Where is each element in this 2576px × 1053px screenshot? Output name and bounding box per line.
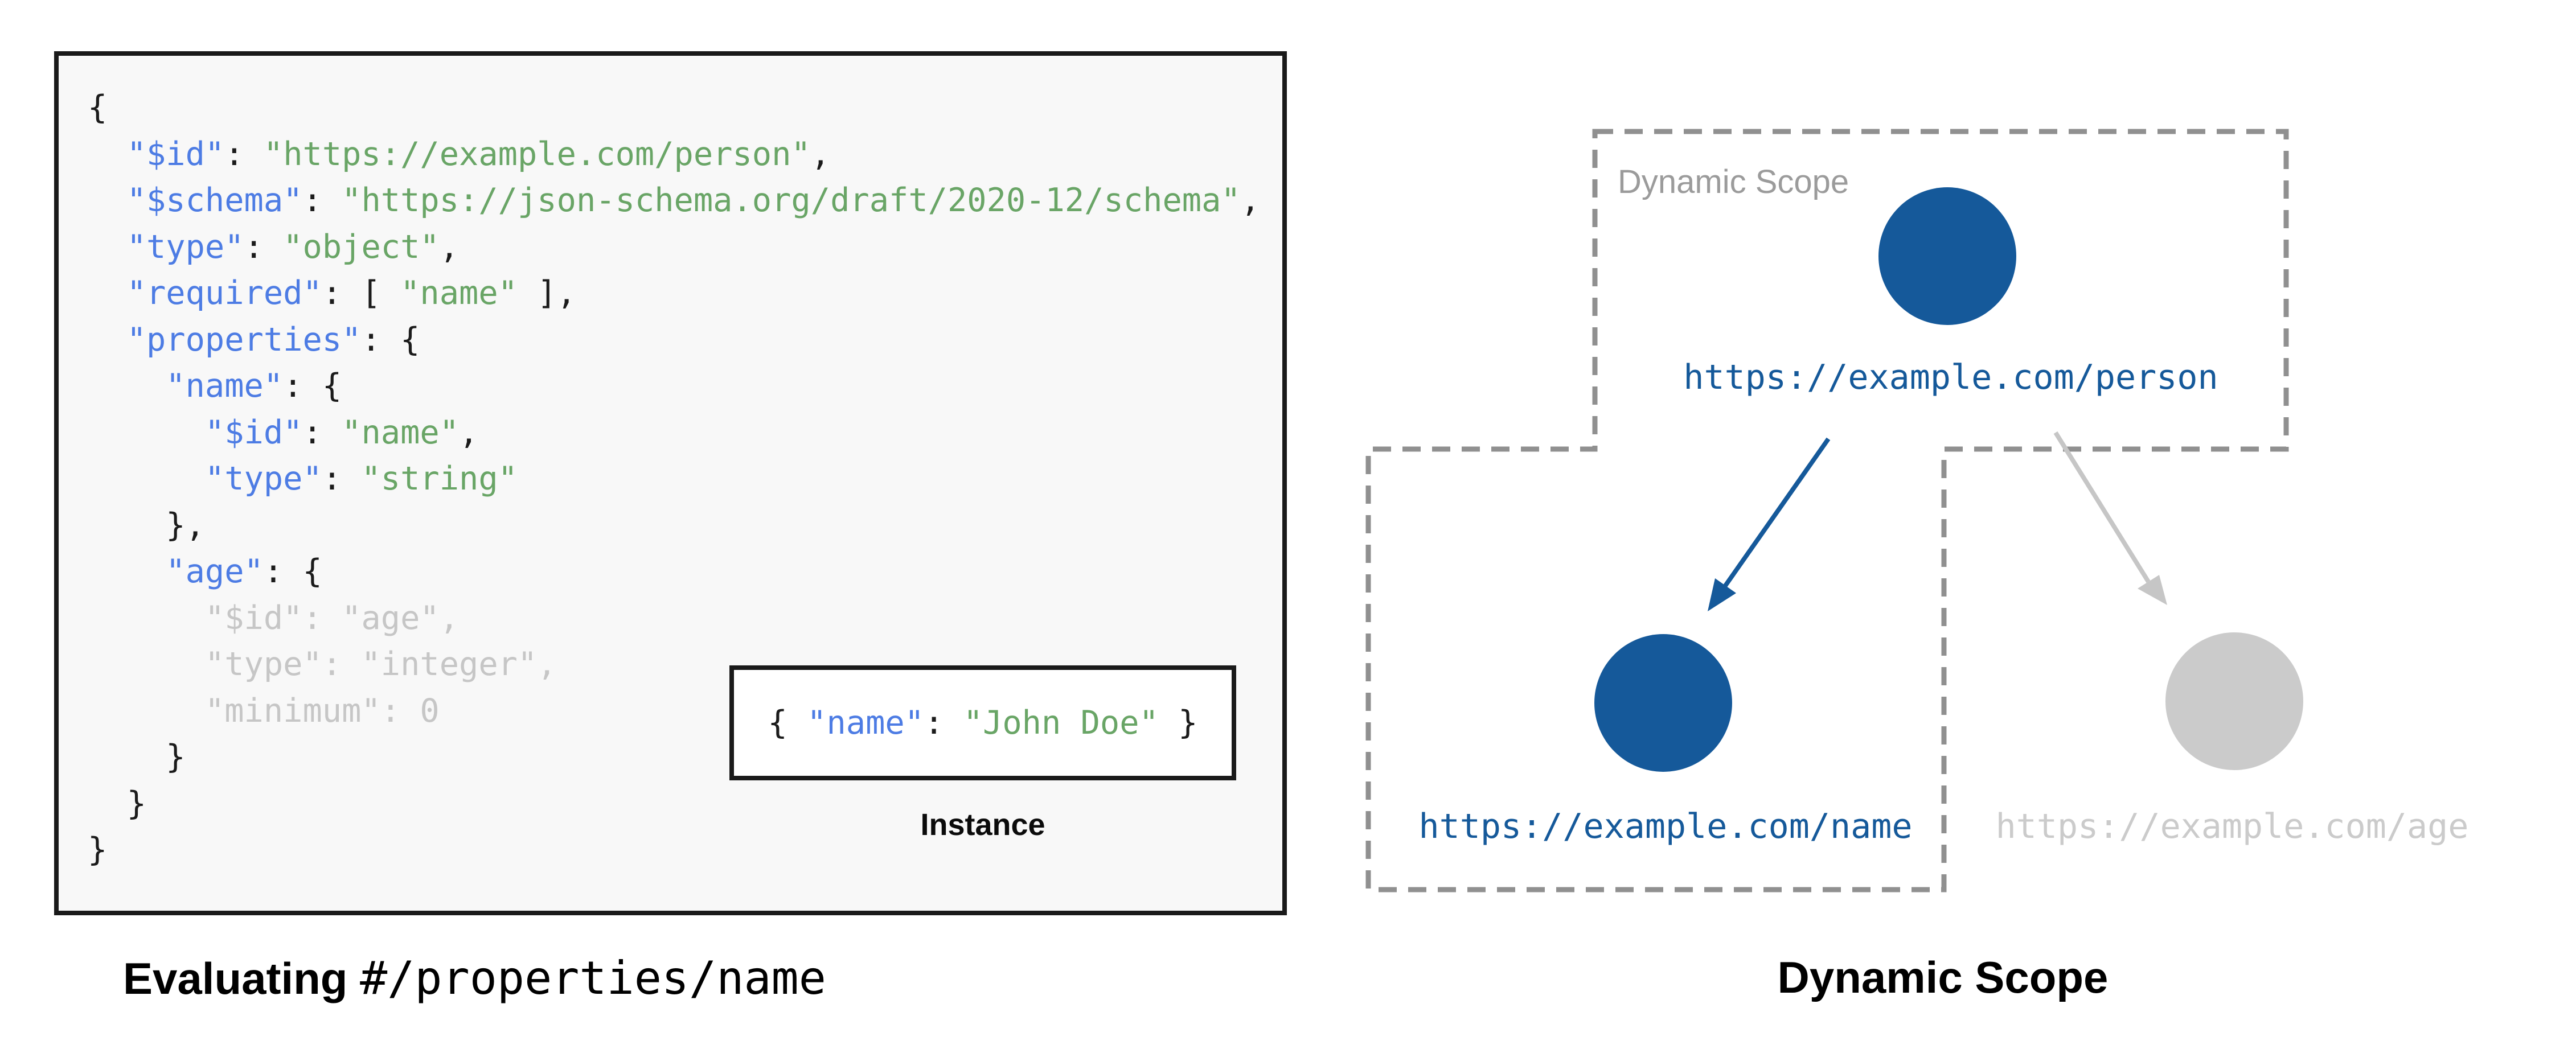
code-segment: "properties" bbox=[126, 320, 362, 359]
code-line: "$id": "https://example.com/person", bbox=[88, 131, 1260, 178]
code-line: "name": { bbox=[88, 363, 1260, 410]
caption-evaluating-bold: Evaluating bbox=[123, 953, 348, 1003]
code-segment: : bbox=[224, 135, 264, 173]
code-line: } bbox=[88, 734, 1260, 781]
code-line: } bbox=[88, 827, 1260, 874]
code-segment: "name" bbox=[166, 367, 284, 405]
code-segment: "type": "integer", bbox=[88, 645, 557, 683]
instance-box: { "name": "John Doe" } bbox=[729, 665, 1236, 780]
age-node-circle bbox=[2165, 632, 2303, 770]
code-segment: : bbox=[924, 704, 963, 742]
code-line: "properties": { bbox=[88, 317, 1260, 364]
code-segment: "name" bbox=[400, 274, 518, 312]
code-line: "$schema": "https://json-schema.org/draf… bbox=[88, 178, 1260, 224]
code-segment: : bbox=[322, 460, 362, 497]
code-segment: "age" bbox=[166, 553, 264, 590]
code-line: "type": "integer", bbox=[88, 641, 1260, 688]
name-node-label: https://example.com/name bbox=[1418, 807, 1913, 846]
code-segment: "type" bbox=[126, 228, 244, 266]
arrow-to-name-head-icon bbox=[1708, 578, 1736, 611]
code-segment: "$id" bbox=[126, 135, 225, 173]
code-segment: "$id" bbox=[204, 413, 303, 451]
code-line: "minimum": 0 bbox=[88, 688, 1260, 735]
code-segment: "object" bbox=[283, 228, 440, 266]
dynamic-scope-box-label: Dynamic Scope bbox=[1618, 163, 1849, 200]
code-segment: { bbox=[768, 704, 807, 742]
code-segment: } bbox=[1158, 704, 1198, 742]
code-segment: }, bbox=[88, 506, 205, 544]
code-segment: : { bbox=[263, 553, 322, 590]
code-segment: "https://example.com/person" bbox=[263, 135, 811, 173]
code-line: "age": { bbox=[88, 549, 1260, 595]
caption-dynamic-scope: Dynamic Scope bbox=[1777, 952, 2109, 1002]
code-segment: "https://json-schema.org/draft/2020-12/s… bbox=[342, 182, 1241, 219]
schema-code-block: { "$id": "https://example.com/person", "… bbox=[88, 85, 1260, 874]
code-line: } bbox=[88, 781, 1260, 828]
arrow-to-name-line bbox=[1723, 437, 1831, 587]
arrow-to-age-head-icon bbox=[2138, 575, 2167, 605]
code-segment: : [ bbox=[322, 274, 401, 312]
code-segment: "$id": "age", bbox=[88, 599, 460, 637]
instance-code: { "name": "John Doe" } bbox=[768, 704, 1198, 742]
code-segment: : bbox=[302, 182, 342, 219]
code-segment: , bbox=[810, 135, 831, 173]
code-line: "type": "object", bbox=[88, 224, 1260, 271]
code-segment: "name" bbox=[807, 704, 925, 742]
code-segment: "$schema" bbox=[126, 182, 303, 219]
code-segment: , bbox=[439, 228, 460, 266]
code-line: "type": "string" bbox=[88, 456, 1260, 503]
schema-code-panel: { "$id": "https://example.com/person", "… bbox=[54, 51, 1287, 915]
code-segment: "minimum": 0 bbox=[88, 692, 440, 730]
code-line: "required": [ "name" ], bbox=[88, 270, 1260, 317]
code-segment: { bbox=[88, 89, 108, 126]
person-node-label: https://example.com/person bbox=[1683, 357, 2218, 397]
code-segment: "name" bbox=[342, 413, 460, 451]
code-line: }, bbox=[88, 503, 1260, 549]
code-segment: , bbox=[1240, 182, 1261, 219]
code-segment: } bbox=[88, 738, 186, 776]
code-line: "$id": "name", bbox=[88, 410, 1260, 456]
arrow-to-age-line bbox=[2053, 431, 2151, 583]
code-segment: } bbox=[88, 831, 108, 869]
code-segment: "string" bbox=[361, 460, 518, 497]
code-line: "$id": "age", bbox=[88, 595, 1260, 642]
code-segment: : { bbox=[283, 367, 342, 405]
code-line: { bbox=[88, 85, 1260, 131]
caption-evaluating: Evaluating #/properties/name bbox=[123, 952, 826, 1005]
code-segment: : bbox=[302, 413, 342, 451]
caption-evaluating-pointer: #/properties/name bbox=[360, 952, 826, 1005]
instance-label: Instance bbox=[920, 808, 1045, 842]
code-segment: } bbox=[88, 784, 146, 822]
name-node-circle bbox=[1594, 634, 1732, 772]
code-segment: , bbox=[459, 413, 479, 451]
code-segment: "John Doe" bbox=[963, 704, 1159, 742]
code-segment: ], bbox=[518, 274, 576, 312]
age-node-label: https://example.com/age bbox=[1995, 807, 2469, 846]
code-segment: : { bbox=[361, 320, 420, 359]
code-segment: "type" bbox=[204, 460, 322, 497]
code-segment: "required" bbox=[126, 274, 322, 312]
dynamic-scope-outline bbox=[1365, 129, 2289, 892]
code-segment: : bbox=[244, 228, 284, 266]
person-node-circle bbox=[1878, 187, 2016, 325]
